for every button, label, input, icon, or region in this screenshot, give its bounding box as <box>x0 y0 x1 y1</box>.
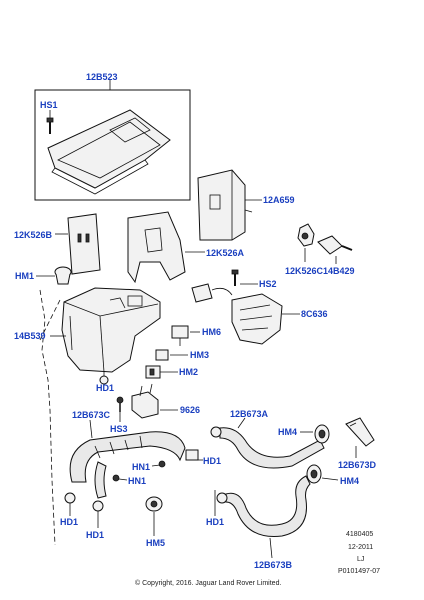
screw-hs3 <box>116 396 124 412</box>
region-code: LJ <box>357 556 365 563</box>
revision-date: 12-2011 <box>348 544 374 551</box>
pipe-12b673d <box>345 417 375 447</box>
label-14b539: 14B539 <box>14 331 46 341</box>
screw-hs2 <box>231 269 239 286</box>
label-12a659: 12A659 <box>263 195 295 205</box>
label-14b429: 14B429 <box>323 266 355 276</box>
label-hd1-c: HD1 <box>60 517 79 527</box>
sensor-14b429 <box>317 235 353 255</box>
ref-number: 4180405 <box>346 531 374 538</box>
bracket-12k526a <box>127 211 186 284</box>
label-12b673a: 12B673A <box>230 409 269 419</box>
intake-8c636 <box>231 293 283 345</box>
relay-hm6 <box>171 325 189 346</box>
clamp-hd1-b <box>185 449 199 461</box>
nut-hn1-b <box>112 474 120 482</box>
label-hm2: HM2 <box>179 367 199 377</box>
air-box-cover <box>47 109 171 195</box>
label-hd1-d: HD1 <box>86 530 105 540</box>
label-12b673c: 12B673C <box>72 410 111 420</box>
nut-hn1-a <box>158 460 166 468</box>
clamp-hd1-d <box>92 500 104 512</box>
housing-14b539 <box>61 287 161 373</box>
label-hn1-b: HN1 <box>128 476 147 486</box>
screw-hs1 <box>46 117 54 134</box>
label-12k526c: 12K526C <box>285 266 324 276</box>
label-hs2: HS2 <box>259 279 277 289</box>
clamp-hd1-top <box>99 372 109 385</box>
hose-12b673a <box>210 426 325 469</box>
hose-12b673c <box>69 431 186 499</box>
grommet-hm1 <box>54 266 72 285</box>
grommet-hm4-lower <box>306 464 322 484</box>
label-hm6: HM6 <box>202 327 222 337</box>
plate-12k526b <box>67 213 101 275</box>
label-hd1-e: HD1 <box>206 517 225 527</box>
clip-hm2 <box>145 365 161 379</box>
label-hs1: HS1 <box>40 100 58 110</box>
grommet-hm4-upper <box>314 424 330 444</box>
label-9626: 9626 <box>180 405 201 415</box>
grommet-hm5 <box>145 496 163 512</box>
label-12k526b: 12K526B <box>14 230 53 240</box>
copyright-notice: © Copyright, 2016. Jaguar Land Rover Lim… <box>135 580 282 587</box>
label-8c636: 8C636 <box>301 309 328 319</box>
clamp-hd1-c <box>64 492 76 504</box>
label-12b523: 12B523 <box>86 72 118 82</box>
label-hm1: HM1 <box>15 271 35 281</box>
label-hm4-lower: HM4 <box>340 476 360 486</box>
label-12b673d: 12B673D <box>338 460 377 470</box>
cover-detail-frame <box>34 89 191 201</box>
label-hm5: HM5 <box>146 538 166 548</box>
component-9626 <box>131 383 159 419</box>
illustration-id: P0101497-07 <box>338 568 381 575</box>
bracket-12a659 <box>197 169 253 241</box>
label-hd1-b: HD1 <box>203 456 222 466</box>
label-hm3: HM3 <box>190 350 210 360</box>
fitting-12k526c <box>297 223 315 247</box>
label-hs3: HS3 <box>110 424 128 434</box>
label-hm4-upper: HM4 <box>278 427 298 437</box>
label-hn1-a: HN1 <box>132 462 151 472</box>
label-12k526a: 12K526A <box>206 248 245 258</box>
label-12b673b: 12B673B <box>254 560 293 570</box>
label-hd1-top: HD1 <box>96 383 115 393</box>
clip-hm3 <box>155 349 169 361</box>
connector-harness <box>191 283 233 303</box>
hose-12b673b <box>216 475 311 538</box>
